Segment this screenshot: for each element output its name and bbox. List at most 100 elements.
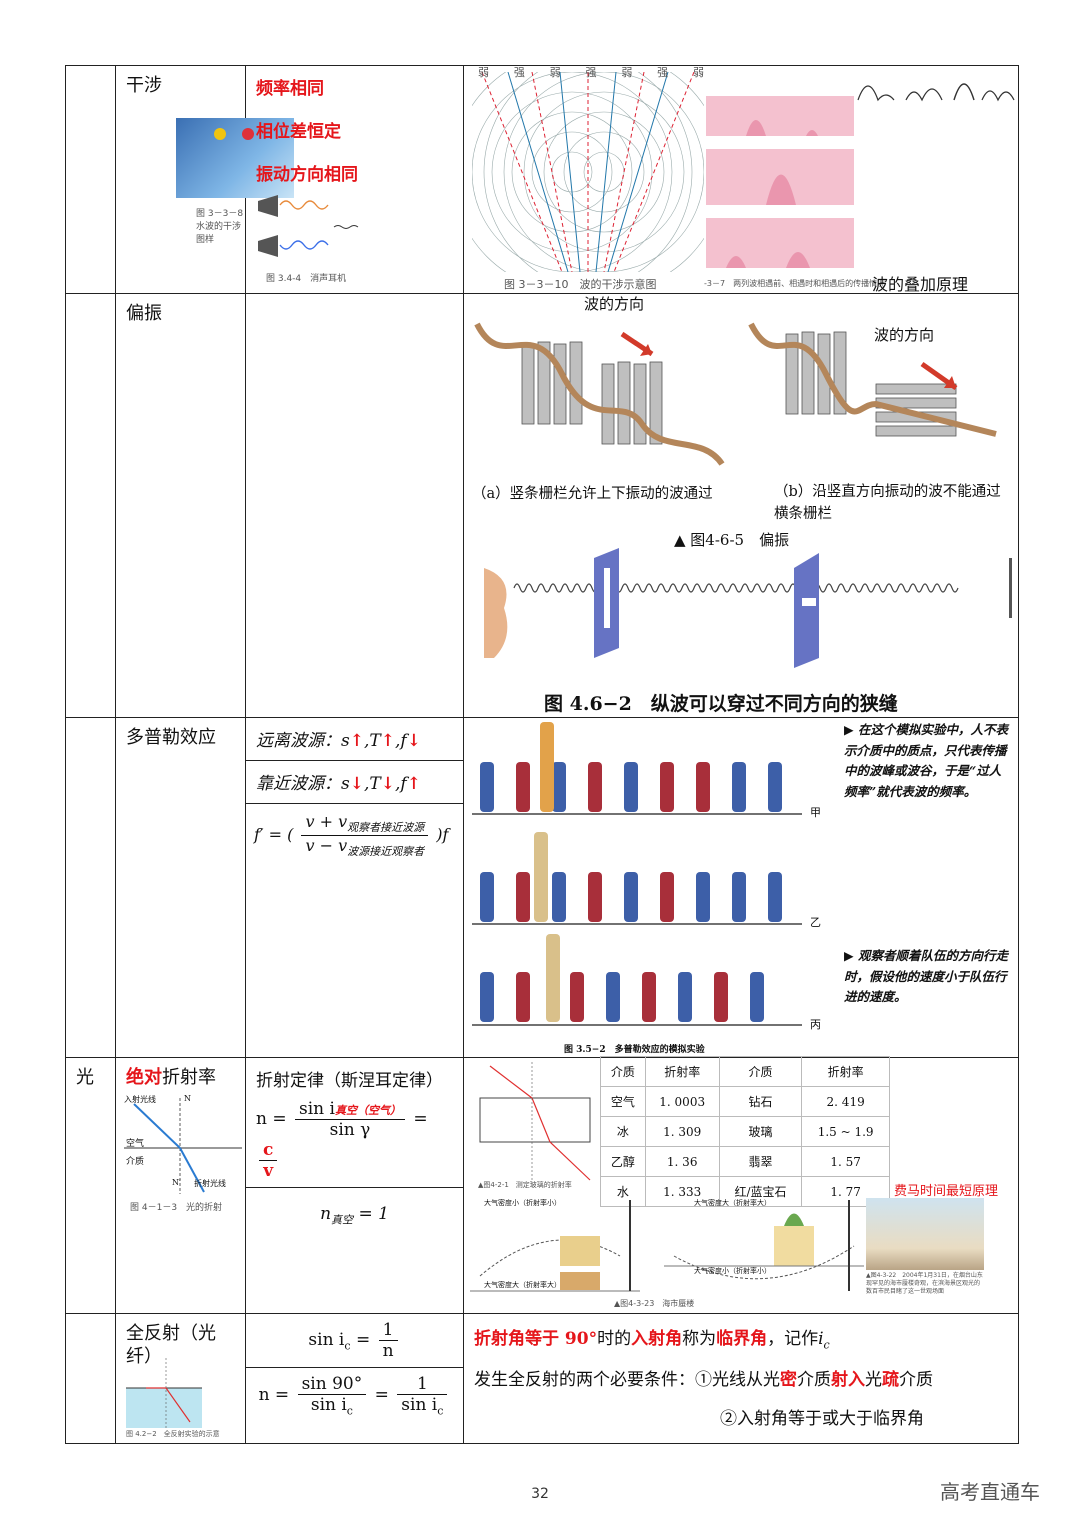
snell-formula: n = sin i真空（空气） sin γ = c v	[246, 1095, 463, 1188]
doppler-num-sub: 观察者接近波源	[347, 821, 425, 835]
row-doppler: 多普勒效应 远离波源：s↑,T↑,f↓ 靠近波源：s↓,T↓,f↑ f′ = (…	[65, 717, 1019, 1058]
refractive-index-table: 介质 折射率 介质 折射率 空气 1. 0003 钻石 2. 419 冰 1. …	[600, 1056, 890, 1207]
n-vacuum-sub: 真空	[331, 1213, 354, 1227]
crit-fraction: 1 n	[378, 1320, 398, 1361]
ri-cell: 1. 309	[644, 1116, 720, 1147]
away-label: 远离波源：	[256, 731, 341, 751]
ri-row: 水 1. 333 红/蓝宝石 1. 77	[600, 1176, 890, 1207]
polarization-figures-cell: 波的方向 波的方向	[463, 293, 1019, 718]
ri-cell: 冰	[600, 1116, 646, 1147]
near-var-f: f	[400, 774, 407, 794]
total-reflection-formula-cell: sin ic = 1 n n = sin 90° sin ic = 1 sin …	[245, 1313, 464, 1444]
pattern-label-4: 强	[585, 66, 597, 79]
snell-v: v	[263, 1161, 274, 1181]
def-red-3: 临界角	[716, 1329, 768, 1349]
row-interference: 干涉 图 3－3－8 水波的干涉图样 频率相同 相位差恒定 振动方向相同 图 3…	[65, 65, 1019, 294]
mirage-photo-caption: ▲图4-3-22 2004年1月31日，在烟台山东现罕见的海市蜃楼奇观，在滨海景…	[866, 1272, 983, 1295]
ri-cell: 1. 36	[644, 1146, 720, 1177]
ncrit-den-2-sub: c	[437, 1404, 444, 1418]
snell-c: c	[259, 1140, 278, 1161]
refraction-title: 绝对折射率	[116, 1058, 245, 1097]
doppler-formula-cell: 远离波源：s↑,T↑,f↓ 靠近波源：s↓,T↓,f↑ f′ = ( v + v…	[245, 717, 464, 1058]
refraction-diagram	[124, 1098, 242, 1194]
crit-num: 1	[378, 1320, 398, 1341]
total-reflection-condition-1: 发生全反射的两个必要条件：①光线从光密介质射入光疏介质	[464, 1355, 1018, 1394]
glass-refraction-caption: ▲图4-2-1 测定玻璃的折射率	[478, 1181, 572, 1189]
doppler-formula: f′ = ( v + v观察者接近波源 v − v波源接近观察者 )f	[246, 804, 463, 867]
polarization-caption-a: （a）竖条栅栏允许上下振动的波通过	[472, 486, 713, 502]
refraction-law-cell: 折射定律（斯涅耳定律） n = sin i真空（空气） sin γ = c v …	[245, 1057, 464, 1314]
n-vacuum-lhs: n	[320, 1204, 332, 1224]
category-cell-empty-1	[65, 65, 116, 294]
cond-post: 介质	[899, 1370, 933, 1391]
total-reflection-text-cell: 折射角等于 90°时的入射角称为临界角，记作ic 发生全反射的两个必要条件：①光…	[463, 1313, 1019, 1444]
cond-red-3: 疏	[882, 1370, 899, 1391]
near-arrow-f: ↑	[406, 774, 421, 794]
water-fig-caption: 图 3－3－8 水波的干涉图样	[196, 209, 253, 245]
doppler-row-label-1: 甲	[810, 806, 821, 819]
refraction-figures-cell: ▲图4-2-1 测定玻璃的折射率 介质 折射率 介质 折射率 空气 1. 000…	[463, 1056, 1019, 1314]
ri-cell: 空气	[600, 1086, 646, 1117]
ri-cell: 1. 77	[801, 1176, 890, 1207]
ri-h-4: 折射率	[801, 1056, 890, 1087]
ri-h-3: 介质	[718, 1056, 803, 1087]
category-cell-empty-2	[65, 293, 116, 718]
pattern-label-1: 弱	[478, 66, 489, 79]
def-var-sub: c	[823, 1338, 830, 1352]
doppler-fig-caption: 图 3.5−2 多普勒效应的模拟实验	[564, 1045, 705, 1055]
refr-label-N-prime: N′	[172, 1178, 181, 1187]
ri-cell: 1. 333	[644, 1176, 720, 1207]
ri-cell: 翡翠	[718, 1146, 803, 1177]
mirage-diagram-b	[664, 1200, 864, 1291]
ri-row: 空气 1. 0003 钻石 2. 419	[600, 1086, 890, 1117]
crit-den: n	[382, 1341, 394, 1361]
doppler-away-row: 远离波源：s↑,T↑,f↓	[246, 718, 463, 761]
conditions-list: 频率相同 相位差恒定 振动方向相同	[246, 66, 463, 193]
refr-label-incident: 入射光线	[124, 1095, 156, 1104]
category-cell-empty-3	[65, 717, 116, 1058]
polarization-empty-cell	[245, 293, 464, 718]
doppler-formula-rhs: )f	[436, 825, 449, 845]
def-red-1: 折射角等于 90°	[474, 1329, 598, 1349]
refr-label-refracted: 折射光线	[194, 1179, 226, 1188]
crit-lhs: sin i	[308, 1330, 345, 1350]
interference-name-cell: 干涉 图 3－3－8 水波的干涉图样	[115, 65, 294, 294]
near-arrow-s: ↓	[349, 774, 364, 794]
away-var-T: T	[369, 731, 381, 751]
ncrit-den-sub: c	[346, 1404, 353, 1418]
fermat-principle-label: 费马时间最短原理	[894, 1184, 999, 1199]
doppler-num: v + v	[305, 812, 348, 831]
def-black-2: 称为	[682, 1329, 717, 1349]
refr-label-air: 空气	[126, 1139, 145, 1149]
refraction-fig-caption: 图 4－1－3 光的折射	[130, 1203, 223, 1213]
condition-1: 频率相同	[256, 79, 324, 99]
ri-cell: 水	[600, 1176, 646, 1207]
refraction-name-cell: 绝对折射率 入射光线 N 空气 介质 N′ 折射光线 图 4－1－3 光的折射	[115, 1057, 246, 1314]
category-light: 光	[76, 1067, 94, 1088]
watermark: 高考直通车	[940, 1480, 1040, 1504]
critical-angle-formula: sin ic = 1 n	[246, 1314, 463, 1368]
row-refraction: 光 绝对折射率 入射光线 N 空气 介质 N′ 折射光线 图 4－1－3 光的折…	[65, 1056, 1019, 1314]
pattern-label-6: 强	[657, 66, 669, 79]
doppler-fraction: v + v观察者接近波源 v − v波源接近观察者	[301, 812, 429, 859]
ncrit-den: sin i	[310, 1395, 347, 1415]
refraction-title-rest: 折射率	[162, 1067, 216, 1088]
snell-num: sin i	[299, 1099, 335, 1119]
snell-fraction-2: c v	[259, 1140, 278, 1181]
pattern-label-7: 弱	[692, 66, 704, 79]
refr-label-medium: 介质	[126, 1157, 145, 1167]
cond-red-2: 射入	[831, 1370, 865, 1391]
doppler-queue-figure	[472, 722, 802, 1026]
near-label: 靠近波源：	[256, 774, 341, 794]
superposition-small-waves	[857, 83, 1015, 102]
ri-cell: 2. 419	[801, 1086, 890, 1117]
doppler-figure-cell: 甲 乙 丙 ▶ 在这个模拟实验中，人不表示介质中的质点，只代表传播中的波峰或波谷…	[463, 717, 1019, 1058]
horizontal-fence-figure	[748, 322, 997, 437]
ncrit-fraction-1: sin 90° sin ic	[297, 1374, 367, 1418]
slit-fig-caption: 图 4.6−2 纵波可以穿过不同方向的狭缝	[544, 693, 898, 715]
superposition-label: 波的叠加原理	[872, 275, 969, 294]
cond-mid-2: 光	[865, 1370, 882, 1391]
superposition-diagram	[706, 96, 854, 268]
ncrit-num: sin 90°	[297, 1374, 367, 1395]
def-red-2: 入射角	[631, 1329, 683, 1349]
